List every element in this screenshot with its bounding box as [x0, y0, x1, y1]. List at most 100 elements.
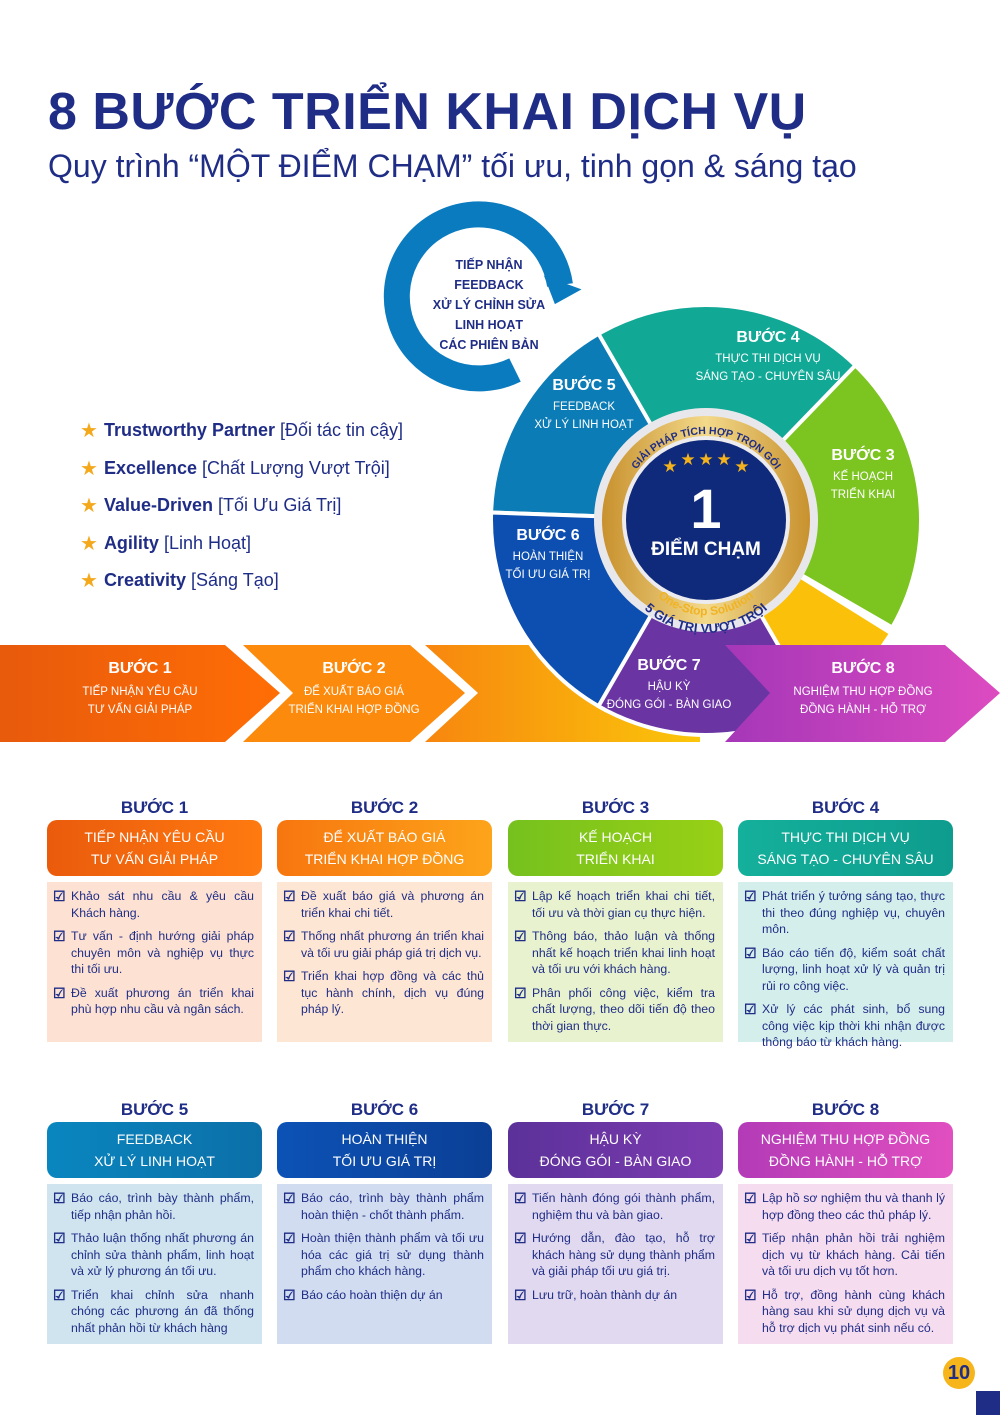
wheel-step-line2: XỬ LÝ LINH HOẠT: [534, 418, 633, 431]
task-text: Thông báo, thảo luận và thống nhất kế ho…: [532, 929, 715, 976]
task-item: ☑ Thảo luận thống nhất phương án chỉnh sử…: [53, 1230, 254, 1280]
header-line1: KẾ HOẠCH: [578, 829, 653, 845]
step-card-title: BƯỚC 6: [350, 1100, 419, 1119]
task-text: Phân phối công việc, kiểm tra chất lượng…: [532, 985, 715, 1033]
loop-text-line: FEEDBACK: [454, 278, 523, 292]
check-circle-icon: ☑: [53, 888, 66, 904]
task-text: Thảo luận thống nhất phương án chỉnh sửa…: [71, 1231, 254, 1278]
step-card-title: BƯỚC 3: [581, 798, 650, 817]
task-item: ☑Triển khai chỉnh sửa nhanh chóng các ph…: [53, 1287, 254, 1337]
step-card-header: KẾ HOẠCH TRIỂN KHAI: [508, 820, 723, 876]
check-circle-icon: ☑: [283, 928, 296, 944]
header-line2: TRIỂN KHAI: [576, 851, 655, 867]
wheel-step-line1: KẾ HOẠCH: [833, 470, 893, 483]
task-text: Tiếp nhận phản hồi trải nghiệm dịch vụ t…: [762, 1231, 945, 1278]
core-value-item: ★Excellence[Chất Lượng Vượt Trội]: [80, 450, 403, 488]
check-circle-icon: ☑: [53, 1230, 66, 1246]
star-icon: ★: [662, 457, 677, 476]
task-item: ☑Triển khai hợp đồng và các thủ tục hành…: [283, 968, 484, 1018]
task-item: ☑Phát triển ý tưởng sáng tạo, thực thi t…: [744, 888, 945, 938]
task-item: ☑Báo cáo tiến độ, kiểm soát chất lượng, …: [744, 945, 945, 995]
loop-text-line: CÁC PHIÊN BẢN: [439, 337, 538, 352]
step-card-body: ☑ Đề xuất báo giá và phương án triển khai…: [277, 882, 492, 1042]
loop-text-line: LINH HOẠT: [455, 318, 523, 332]
one-touchpoint-badge: GIẢI PHÁP TÍCH HỢP TRỌN GÓI 5 GIÁ TRỊ VƯ…: [594, 408, 818, 636]
task-text: Đề xuất báo giá và phương án triển khai …: [301, 889, 484, 920]
check-circle-icon: ☑: [283, 968, 296, 984]
task-text: Hướng dẫn, đào tạo, hỗ trợ khách hàng sử…: [532, 1231, 715, 1278]
check-circle-icon: ☑: [53, 928, 66, 944]
wheel-step-line2: SÁNG TẠO - CHUYÊN SÂU: [696, 370, 841, 383]
band-step-line2: ĐỒNG HÀNH - HỖ TRỢ: [800, 703, 926, 716]
step-card-title: BƯỚC 7: [581, 1100, 650, 1119]
header-line2: SÁNG TẠO - CHUYÊN SÂU: [757, 851, 934, 867]
check-circle-icon: ☑: [514, 1190, 527, 1206]
value-name: Trustworthy Partner: [103, 420, 275, 441]
task-item: ☑Lập hồ sơ nghiệm thu và thanh lý hợp đồ…: [744, 1190, 945, 1223]
step-card-body: ☑ Lập hồ sơ nghiệm thu và thanh lý hợp đồ…: [738, 1184, 953, 1344]
task-text: Báo cáo hoàn thiện dự án: [301, 1287, 443, 1302]
star-icon: ★: [680, 450, 695, 469]
check-circle-icon: ☑: [514, 984, 527, 1001]
task-item: ☑ Báo cáo, trình bày thành phẩm hoàn thiệ…: [283, 1190, 484, 1223]
header-line1: HOÀN THIỆN: [341, 1131, 428, 1147]
task-item: ☑Đề xuất phương án triển khai phù hợp nh…: [53, 985, 254, 1018]
wheel-step-line1: HẬU KỲ: [648, 680, 691, 693]
check-circle-icon: ☑: [514, 1286, 527, 1303]
task-text: Báo cáo, trình bày thành phẩm hoàn thiện…: [301, 1191, 484, 1222]
band-step-line2: TRIỂN KHAI HỢP ĐỒNG: [288, 703, 419, 716]
header-line2: ĐÓNG GÓI - BÀN GIAO: [539, 1153, 692, 1169]
task-item: ☑ Tư vấn - định hướng giải pháp chuyên mô…: [53, 928, 254, 978]
page-number: 10: [943, 1357, 975, 1389]
check-circle-icon: ☑: [283, 1230, 296, 1246]
task-text: Tiến hành đóng gói thành phẩm, nghiệm th…: [532, 1191, 715, 1222]
band-step-label: BƯỚC 8: [831, 658, 894, 677]
check-circle-icon: ☑: [744, 1230, 757, 1246]
task-item: ☑ Thống nhất phương án triển khai và tối …: [283, 928, 484, 961]
header-line1: FEEDBACK: [116, 1131, 193, 1147]
check-circle-icon: ☑: [283, 1190, 296, 1206]
wheel-step-line1: HOÀN THIỆN: [513, 550, 584, 563]
step-1-arrow: [0, 645, 280, 742]
check-circle-icon: ☑: [53, 984, 66, 1001]
task-item: ☑Thông báo, thảo luận và thống nhất kế h…: [514, 928, 715, 978]
step-card-body: ☑Báo cáo, trình bày thành phẩm, tiếp nhậ…: [47, 1184, 262, 1344]
value-translation: [Đối tác tin cậy]: [279, 420, 404, 441]
wheel-step-line2: TỐI ƯU GIÁ TRỊ: [505, 567, 590, 581]
value-translation: [Linh Hoạt]: [163, 532, 252, 553]
task-item: ☑Hoàn thiện thành phẩm và tối ưu hóa các…: [283, 1230, 484, 1280]
task-item: ☑ Lưu trữ, hoàn thành dự án: [514, 1287, 715, 1304]
task-text: Thống nhất phương án triển khai và tối ư…: [301, 929, 484, 960]
task-text: Lưu trữ, hoàn thành dự án: [532, 1287, 678, 1302]
wheel-step-line2: TRIỂN KHAI: [831, 488, 896, 501]
wheel-step-label: BƯỚC 7: [637, 655, 700, 674]
check-circle-icon: ☑: [514, 888, 527, 904]
task-text: Báo cáo tiến độ, kiểm soát chất lượng, l…: [762, 945, 945, 993]
check-circle-icon: ☑: [514, 1230, 527, 1246]
wheel-step-label: BƯỚC 6: [516, 525, 579, 544]
header-line1: TIẾP NHẬN YÊU CẦU: [84, 829, 225, 845]
value-name: Value-Driven: [103, 495, 213, 516]
check-circle-icon: ☑: [53, 1286, 66, 1303]
band-step-label: BƯỚC 2: [322, 658, 385, 677]
header-line1: ĐỂ XUẤT BÁO GIÁ: [323, 829, 446, 845]
task-item: ☑Khảo sát nhu cầu & yêu cầu Khách hàng.: [53, 888, 254, 921]
star-icon: ★: [734, 457, 749, 476]
band-step-line1: ĐỂ XUẤT BÁO GIÁ: [304, 685, 404, 698]
task-text: Tư vấn - định hướng giải pháp chuyên môn…: [71, 929, 254, 976]
task-item: ☑Đề xuất báo giá và phương án triển khai…: [283, 888, 484, 921]
task-text: Lập hồ sơ nghiệm thu và thanh lý hợp đồn…: [762, 1191, 945, 1222]
wheel-step-label: BƯỚC 3: [831, 445, 894, 464]
core-value-item: ★Trustworthy Partner[Đối tác tin cậy]: [80, 412, 403, 450]
step-card-title: BƯỚC 5: [120, 1100, 189, 1119]
step-2-arrow: [243, 645, 465, 742]
task-item: ☑Xử lý các phát sinh, bổ sung công việc …: [744, 1001, 945, 1051]
value-translation: [Chất Lượng Vượt Trội]: [202, 457, 390, 478]
check-circle-icon: ☑: [283, 1286, 296, 1303]
check-circle-icon: ☑: [744, 1286, 757, 1303]
task-text: Hỗ trợ, đồng hành cùng khách hàng sau kh…: [762, 1287, 945, 1335]
check-circle-icon: ☑: [744, 888, 757, 904]
